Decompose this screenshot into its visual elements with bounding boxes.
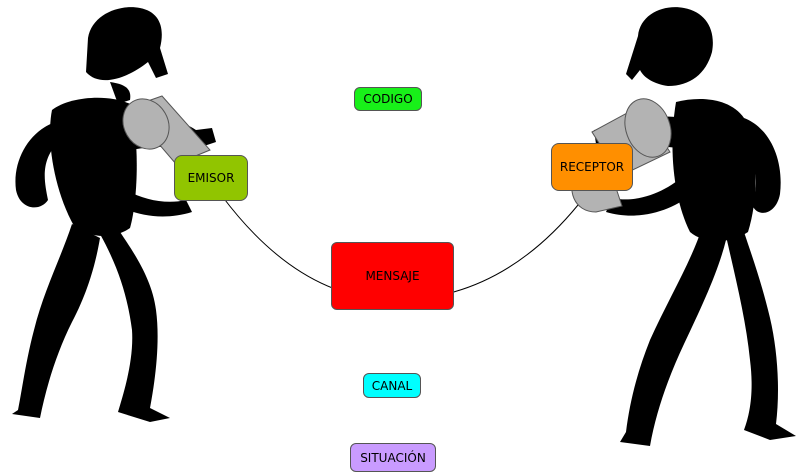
situacion-label: SITUACIÓN <box>350 443 436 472</box>
codigo-label: CODIGO <box>354 87 422 111</box>
receptor-label: RECEPTOR <box>551 143 633 191</box>
left-can <box>122 95 211 165</box>
right-person-figure <box>594 7 796 446</box>
mensaje-label: MENSAJE <box>331 242 454 310</box>
emisor-label: EMISOR <box>174 155 248 201</box>
left-person-figure <box>12 7 216 422</box>
canal-label: CANAL <box>363 373 421 398</box>
